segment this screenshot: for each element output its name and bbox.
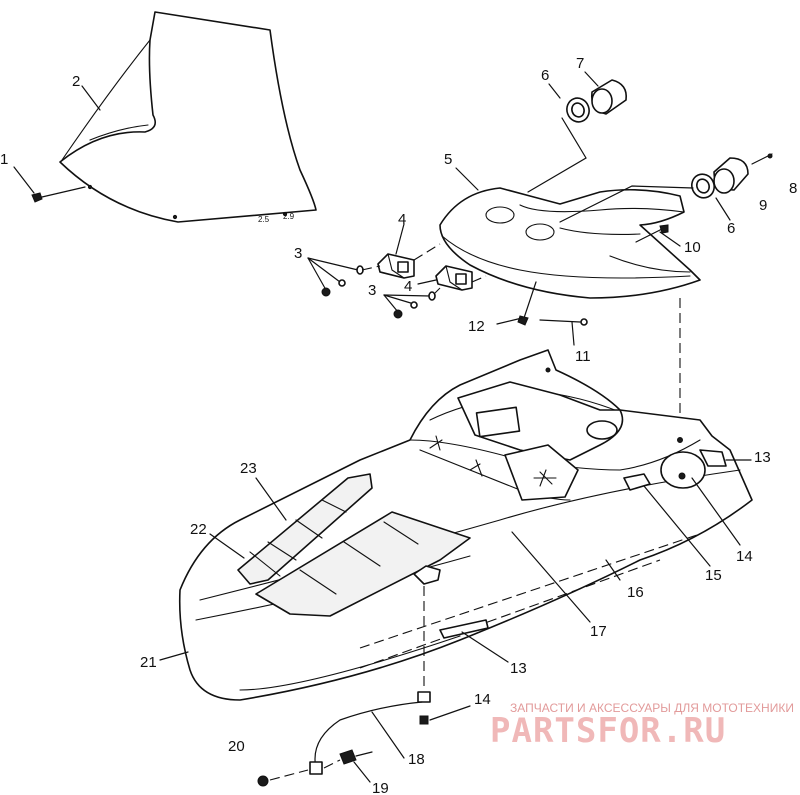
watermark-brand: PARTSFOR.RU xyxy=(490,711,726,751)
watermark: ЗАПЧАСТИ И АКСЕССУАРЫ ДЛЯ МОТОТЕХНИКИ PA… xyxy=(490,701,794,751)
nut-washer-upper xyxy=(307,257,381,297)
callout-5: 5 xyxy=(444,151,452,168)
callout-16: 16 xyxy=(627,584,644,601)
callout-11: 11 xyxy=(575,348,591,365)
hinge-upper xyxy=(377,253,415,279)
svg-text:2.5: 2.5 xyxy=(258,215,270,224)
callout-22: 22 xyxy=(190,521,207,538)
callout-18: 18 xyxy=(408,751,425,768)
callout-3a: 3 xyxy=(294,245,302,262)
callout-8: 8 xyxy=(789,180,797,197)
callout-4b: 4 xyxy=(404,278,412,295)
callout-17: 17 xyxy=(590,623,607,640)
callout-15: 15 xyxy=(705,567,722,584)
screw-14-lower xyxy=(419,705,471,725)
hood xyxy=(178,349,753,701)
callout-7: 7 xyxy=(576,55,584,72)
pin-11 xyxy=(539,318,588,326)
nut-20 xyxy=(257,769,309,787)
callout-14a: 14 xyxy=(736,548,753,565)
dash-panel xyxy=(439,187,701,299)
callout-20: 20 xyxy=(228,738,245,755)
hinge-alignment-line-2 xyxy=(471,275,487,283)
gauge-lead-wire-right xyxy=(559,185,694,223)
callout-19: 19 xyxy=(372,780,389,795)
callout-1: 1 xyxy=(0,151,8,168)
svg-text:2.9: 2.9 xyxy=(283,212,295,221)
leader-lines xyxy=(81,71,752,783)
vent-right xyxy=(255,511,471,617)
callout-2: 2 xyxy=(72,73,80,90)
gauge-right xyxy=(713,157,749,194)
bolt-19 xyxy=(323,749,373,769)
callout-14b: 14 xyxy=(474,691,491,708)
gauge-upper xyxy=(590,79,628,115)
gauge-lead-wire xyxy=(527,117,587,193)
callout-6b: 6 xyxy=(727,220,735,237)
callout-9: 9 xyxy=(759,197,767,214)
callout-21: 21 xyxy=(140,654,157,671)
nut-washer-lower xyxy=(383,287,441,319)
screw xyxy=(13,166,86,203)
callout-10: 10 xyxy=(684,239,701,256)
vent-left xyxy=(237,473,373,585)
callout-12: 12 xyxy=(468,318,485,335)
callout-4a: 4 xyxy=(398,211,406,228)
screw-10 xyxy=(635,224,669,243)
hinge-lower xyxy=(435,265,473,291)
callout-6a: 6 xyxy=(541,67,549,84)
gauge-ring-right xyxy=(691,173,715,199)
cable xyxy=(309,586,431,775)
callout-13b: 13 xyxy=(510,660,527,677)
callout-numbers: 1 2 3 3 4 4 5 6 6 7 8 9 10 11 12 13 13 1… xyxy=(0,55,797,795)
hinge-alignment-line xyxy=(413,243,441,261)
gauge-ring-upper xyxy=(566,97,590,123)
bolt-12 xyxy=(517,281,537,326)
callout-13a: 13 xyxy=(754,449,771,466)
callout-3b: 3 xyxy=(368,282,376,299)
windshield: 2.5 2.9 xyxy=(59,11,317,224)
callout-23: 23 xyxy=(240,460,257,477)
watermark-tagline: ЗАПЧАСТИ И АКСЕССУАРЫ ДЛЯ МОТОТЕХНИКИ xyxy=(510,701,794,715)
bulb xyxy=(751,153,773,165)
